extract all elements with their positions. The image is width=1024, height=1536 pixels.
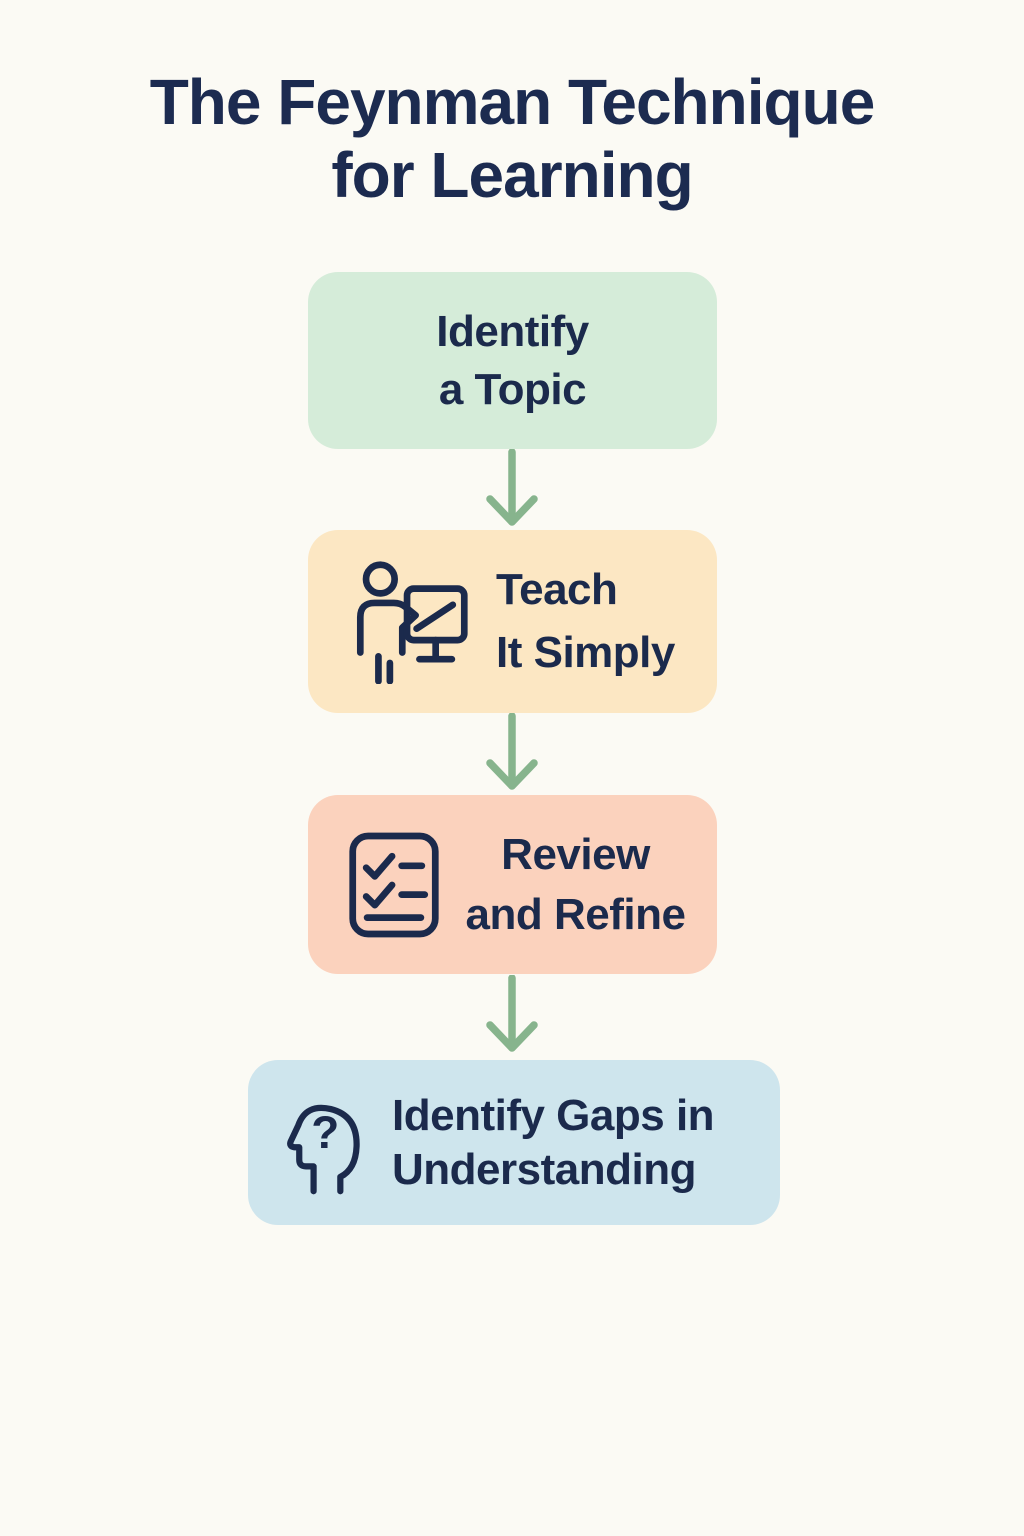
presenter-at-whiteboard-icon [346, 560, 470, 684]
step-review-and-refine: Review and Refine [308, 795, 717, 974]
head-question-icon: ? [282, 1089, 370, 1196]
flow-arrow-down-icon [486, 713, 538, 790]
page-title: The Feynman Technique for Learning [0, 66, 1024, 212]
step-label-line-2: It Simply [496, 627, 675, 677]
step-label-line-2: and Refine [465, 889, 686, 939]
step-label-line-1: Identify Gaps in [392, 1090, 715, 1140]
step-label-line-2: a Topic [438, 364, 587, 414]
step-label-line-1: Identify [436, 307, 589, 357]
flow-arrow-down-icon [486, 975, 538, 1052]
step-label: Identify Gaps in Understanding [392, 1089, 715, 1196]
step-label: Teach It Simply [496, 559, 675, 684]
step-teach-it-simply: Teach It Simply [308, 530, 717, 713]
step-identify-gaps-in-understanding: ? Identify Gaps in Understanding [248, 1060, 780, 1225]
checklist-icon [346, 830, 442, 940]
step-label-line-1: Teach [496, 565, 618, 615]
page-title-line-2: for Learning [331, 138, 693, 211]
question-mark-glyph: ? [311, 1106, 339, 1158]
step-label: Review and Refine [442, 825, 717, 944]
step-identify-a-topic: Identify a Topic [308, 272, 717, 449]
flow-arrow-down-icon [486, 449, 538, 526]
step-label-line-2: Understanding [392, 1144, 696, 1194]
page-title-line-1: The Feynman Technique [149, 66, 876, 138]
step-label-line-1: Review [501, 830, 650, 880]
